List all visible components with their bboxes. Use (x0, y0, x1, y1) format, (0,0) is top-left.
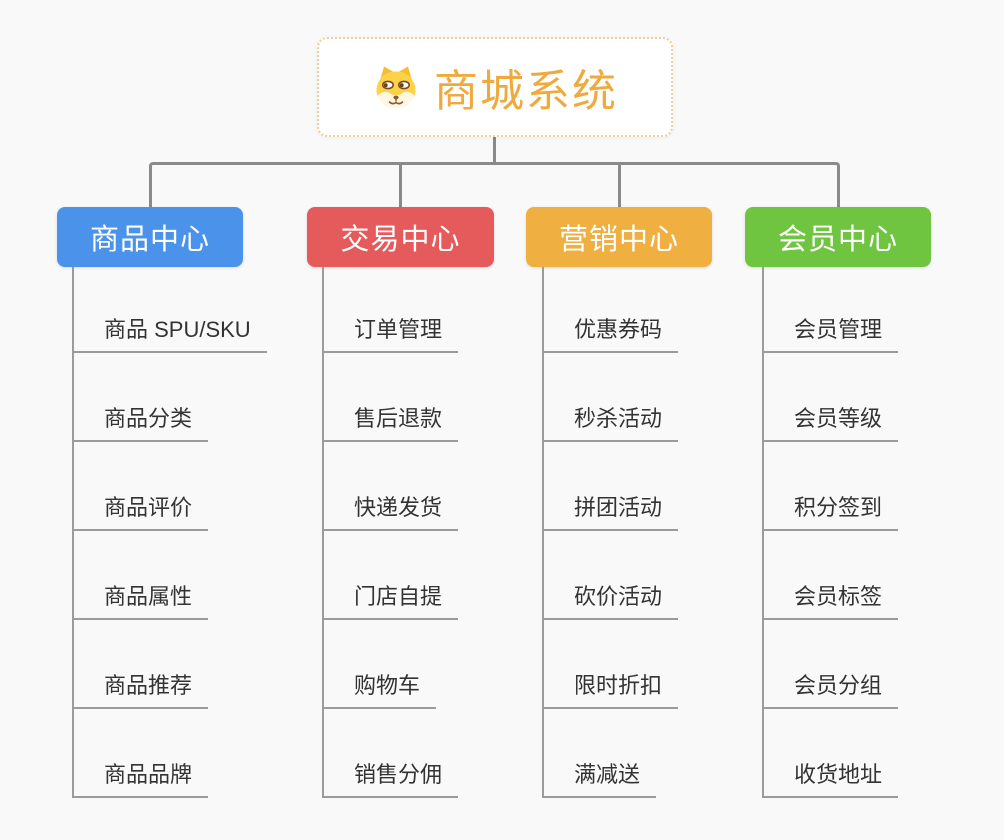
branch-label: 交易中心 (340, 224, 461, 256)
branch-label: 会员中心 (777, 224, 898, 256)
leaf-row: 拼团活动 (544, 442, 774, 531)
leaf-row: 商品评价 (74, 442, 304, 531)
leaf-node[interactable]: 商品分类 (74, 401, 209, 442)
branch-node-1[interactable]: 商品中心 (57, 207, 243, 267)
leaf-node[interactable]: 秒杀活动 (544, 401, 679, 442)
leaf-row: 砍价活动 (544, 531, 774, 620)
branch-node-4[interactable]: 会员中心 (745, 207, 931, 267)
leaf-node[interactable]: 满减送 (544, 757, 657, 798)
branch-label: 商品中心 (89, 224, 210, 256)
leaf-node[interactable]: 售后退款 (324, 401, 459, 442)
leaf-row: 销售分佣 (324, 709, 554, 798)
leaf-row: 限时折扣 (544, 620, 774, 709)
leaf-node[interactable]: 购物车 (324, 668, 437, 709)
leaf-row: 商品品牌 (74, 709, 304, 798)
leaf-row: 满减送 (544, 709, 774, 798)
leaf-node[interactable]: 会员标签 (764, 579, 899, 620)
root-title: 商城系统 (434, 67, 618, 116)
leaf-node[interactable]: 砍价活动 (544, 579, 679, 620)
leaf-row: 购物车 (324, 620, 554, 709)
leaf-node[interactable]: 会员管理 (764, 312, 899, 353)
branch-connector-drop (399, 165, 402, 207)
leaf-node[interactable]: 商品 SPU/SKU (74, 312, 267, 353)
leaf-row: 商品分类 (74, 353, 304, 442)
leaf-row: 秒杀活动 (544, 353, 774, 442)
leaf-row: 会员等级 (764, 353, 994, 442)
leaf-node[interactable]: 收货地址 (764, 757, 899, 798)
branch-label: 营销中心 (558, 224, 679, 256)
leaf-node[interactable]: 销售分佣 (324, 757, 459, 798)
leaf-node[interactable]: 商品品牌 (74, 757, 209, 798)
leaf-column-3: 优惠券码秒杀活动拼团活动砍价活动限时折扣满减送 (542, 267, 774, 798)
leaf-row: 订单管理 (324, 267, 554, 353)
leaf-column-2: 订单管理售后退款快递发货门店自提购物车销售分佣 (322, 267, 554, 798)
leaf-node[interactable]: 限时折扣 (544, 668, 679, 709)
leaf-row: 会员标签 (764, 531, 994, 620)
leaf-node[interactable]: 会员等级 (764, 401, 899, 442)
leaf-row: 门店自提 (324, 531, 554, 620)
leaf-row: 快递发货 (324, 442, 554, 531)
leaf-node[interactable]: 订单管理 (324, 312, 459, 353)
leaf-node[interactable]: 快递发货 (324, 490, 459, 531)
dog-face-icon (376, 66, 416, 109)
leaf-row: 售后退款 (324, 353, 554, 442)
branch-node-2[interactable]: 交易中心 (307, 207, 494, 267)
leaf-row: 商品属性 (74, 531, 304, 620)
leaf-node[interactable]: 商品评价 (74, 490, 209, 531)
leaf-row: 商品 SPU/SKU (74, 267, 304, 353)
leaf-node[interactable]: 商品属性 (74, 579, 209, 620)
branch-connector-drop (617, 165, 621, 207)
branch-node-3[interactable]: 营销中心 (526, 207, 712, 267)
branch-connector-bus (148, 162, 840, 207)
leaf-node[interactable]: 商品推荐 (74, 668, 209, 709)
leaf-column-4: 会员管理会员等级积分签到会员标签会员分组收货地址 (762, 267, 994, 798)
leaf-row: 优惠券码 (544, 267, 774, 353)
leaf-row: 会员分组 (764, 620, 994, 709)
leaf-node[interactable]: 积分签到 (764, 490, 899, 531)
leaf-node[interactable]: 会员分组 (764, 668, 899, 709)
leaf-node[interactable]: 拼团活动 (544, 490, 679, 531)
leaf-row: 会员管理 (764, 267, 994, 353)
leaf-column-1: 商品 SPU/SKU 商品分类商品评价商品属性商品推荐商品品牌 (72, 267, 304, 798)
leaf-node[interactable]: 优惠券码 (544, 312, 679, 353)
leaf-row: 收货地址 (764, 709, 994, 798)
leaf-node[interactable]: 门店自提 (324, 579, 459, 620)
leaf-row: 商品推荐 (74, 620, 304, 709)
leaf-row: 积分签到 (764, 442, 994, 531)
root-connector-stem (493, 136, 496, 164)
root-node[interactable]: 商城系统 (317, 37, 673, 137)
